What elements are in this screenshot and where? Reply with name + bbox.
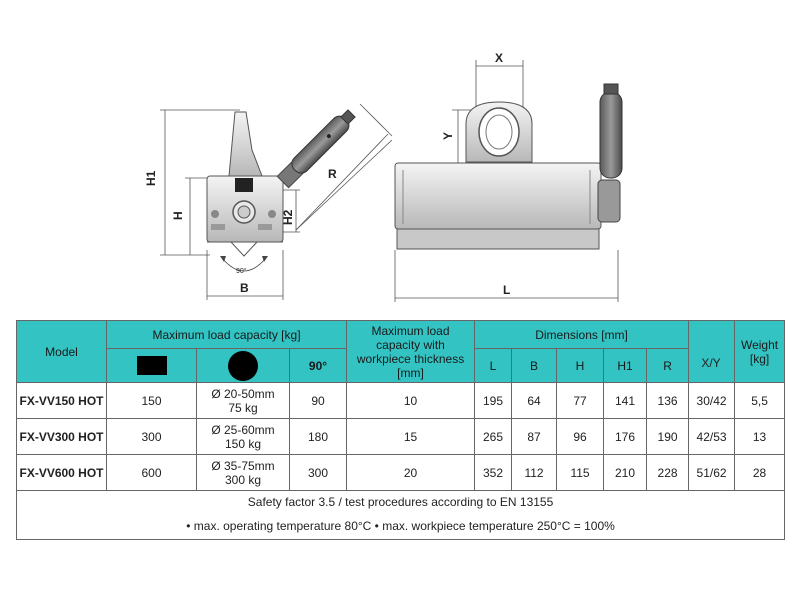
round-kg: 150 kg	[224, 436, 262, 451]
rectangle-icon	[136, 356, 167, 375]
b-cell: 112	[511, 454, 558, 491]
angle-load-cell: 180	[288, 418, 348, 455]
note-row: • max. operating temperature 80°C • max.…	[15, 513, 786, 540]
l-cell: 265	[474, 418, 513, 455]
h1-cell: 210	[603, 454, 648, 491]
dim-y-label: Y	[441, 132, 455, 140]
model-cell: FX-VV150 HOT	[16, 382, 107, 419]
flat-load-cell: 150	[106, 382, 197, 419]
h-cell: 77	[556, 382, 605, 419]
col-b-header: B	[511, 348, 558, 383]
dim-h-label: H	[171, 211, 185, 220]
xy-cell: 51/62	[688, 454, 736, 491]
thickness-cell: 20	[346, 454, 476, 491]
model-cell: FX-VV600 HOT	[16, 454, 107, 491]
l-cell: 352	[474, 454, 513, 491]
spec-table: Model Maximum load capacity [kg] Maximum…	[15, 320, 786, 540]
weight-cell: 13	[734, 418, 786, 455]
side-view-dimension-lines	[160, 103, 393, 300]
r-cell: 136	[646, 382, 690, 419]
col-max-load-header: Maximum load capacity [kg]	[105, 320, 348, 349]
dim-x-label: X	[495, 51, 503, 65]
temperature-note: • max. operating temperature 80°C • max.…	[15, 513, 786, 540]
col-h1-header: H1	[603, 348, 648, 383]
col-l-header: L	[474, 348, 513, 383]
xy-cell: 42/53	[688, 418, 736, 455]
col-model-header: Model	[16, 320, 107, 383]
angle-load-cell: 90	[288, 382, 348, 419]
r-cell: 228	[646, 454, 690, 491]
dim-h2-label: H2	[281, 209, 295, 225]
round-dia: Ø 25-60mm	[211, 422, 275, 437]
side-view: H1 H H2 R B 90°	[144, 103, 393, 300]
angle-load-cell: 300	[288, 454, 348, 491]
col-thickness-header: Maximum load capacity with workpiece thi…	[346, 320, 476, 383]
round-kg: 300 kg	[224, 472, 262, 487]
l-cell: 195	[474, 382, 513, 419]
col-weight-header: Weight [kg]	[734, 320, 786, 383]
flat-load-cell: 300	[106, 418, 197, 455]
b-cell: 87	[511, 418, 558, 455]
flat-workpiece-symbol	[106, 348, 197, 383]
weight-cell: 28	[734, 454, 786, 491]
safety-note: Safety factor 3.5 / test procedures acco…	[15, 490, 786, 513]
r-cell: 190	[646, 418, 690, 455]
circle-icon	[228, 350, 258, 381]
col-dimensions-header: Dimensions [mm]	[474, 320, 690, 349]
col-angle-header: 90°	[288, 348, 348, 383]
h1-cell: 141	[603, 382, 648, 419]
round-dia: Ø 35-75mm	[211, 458, 275, 473]
weight-cell: 5,5	[734, 382, 786, 419]
xy-cell: 30/42	[688, 382, 736, 419]
round-workpiece-symbol	[196, 348, 290, 383]
note-row: Safety factor 3.5 / test procedures acco…	[15, 490, 786, 513]
angle-label: 90°	[236, 267, 247, 275]
round-kg: 75 kg	[228, 400, 258, 415]
technical-drawing: H1 H H2 R B 90° X	[144, 51, 623, 302]
thickness-cell: 15	[346, 418, 476, 455]
b-cell: 64	[511, 382, 558, 419]
round-dia: Ø 20-50mm	[211, 386, 275, 401]
col-h-header: H	[556, 348, 605, 383]
h-cell: 115	[556, 454, 605, 491]
dim-h1-label: H1	[144, 170, 158, 186]
dim-b-label: B	[240, 281, 249, 295]
dim-l-label: L	[503, 283, 510, 297]
model-cell: FX-VV300 HOT	[16, 418, 107, 455]
col-xy-spacer	[688, 320, 736, 383]
h1-cell: 176	[603, 418, 648, 455]
dim-r-label: R	[328, 167, 337, 181]
col-r-header: R	[646, 348, 690, 383]
flat-load-cell: 600	[106, 454, 197, 491]
front-view: X Y L	[394, 51, 623, 302]
h-cell: 96	[556, 418, 605, 455]
col-xy-header: X/Y	[701, 356, 721, 370]
thickness-cell: 10	[346, 382, 476, 419]
